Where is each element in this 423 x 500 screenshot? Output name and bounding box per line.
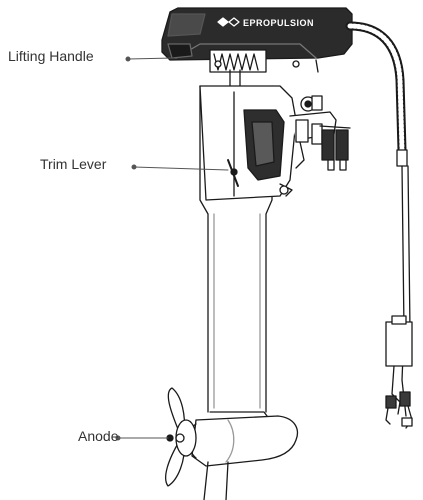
callout-anode: Anode	[78, 428, 119, 444]
leader-dot-anode	[115, 435, 121, 441]
brand-logo: EPROPULSION	[217, 17, 314, 28]
brand-logo-text: EPROPULSION	[243, 18, 314, 28]
propeller	[165, 387, 197, 487]
trim-lever-part	[227, 159, 239, 187]
leader-trim-lever	[133, 166, 229, 171]
clamp-screws	[289, 95, 351, 171]
callout-lifting-handle: Lifting Handle	[8, 48, 94, 64]
control-cable	[385, 165, 413, 429]
callout-trim-lever: Trim Lever	[40, 156, 107, 172]
leader-dot-trim-lever	[131, 164, 137, 170]
cable-conduit	[345, 21, 408, 167]
motor-head	[161, 7, 353, 73]
leader-dot-lifting-handle	[125, 56, 131, 62]
callout-leaders	[115, 56, 229, 441]
clamp-bracket	[199, 85, 297, 201]
leader-lifting-handle	[127, 57, 175, 60]
lower-unit	[187, 411, 299, 500]
